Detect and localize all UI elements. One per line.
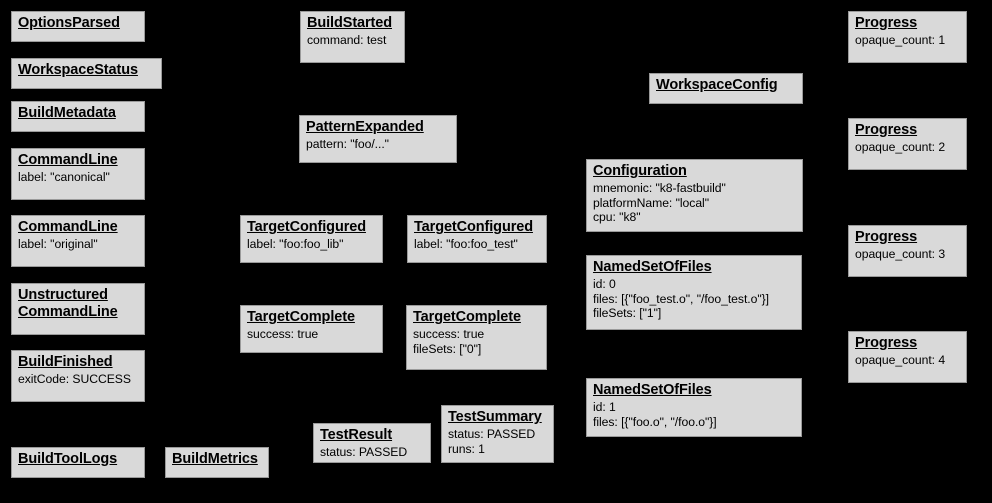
node-progress-3[interactable]: Progress opaque_count: 3: [848, 225, 967, 277]
node-field: platformName: "local": [593, 195, 709, 210]
node-title: BuildMetrics: [172, 451, 258, 467]
node-title: TargetComplete: [413, 309, 521, 325]
node-field: files: [{"foo_test.o", "/foo_test.o"}]: [593, 291, 769, 306]
node-field: success: true: [247, 327, 319, 342]
node-title: NamedSetOfFiles: [593, 259, 712, 275]
node-fields: exitCode: SUCCESS: [18, 372, 138, 386]
node-title: TargetConfigured: [414, 219, 533, 235]
node-field: success: true: [413, 327, 485, 342]
node-title: TestResult: [320, 427, 393, 443]
node-field: opaque_count: 4: [855, 353, 946, 368]
node-title: CommandLine: [18, 219, 118, 235]
node-field: opaque_count: 3: [855, 247, 946, 262]
node-target-configured-test[interactable]: TargetConfigured label: "foo:foo_test": [407, 215, 547, 263]
node-field: runs: 1: [448, 441, 485, 456]
node-field: label: "canonical": [18, 170, 110, 185]
node-configuration[interactable]: Configuration mnemonic: "k8-fastbuild"pla…: [586, 159, 803, 232]
node-build-started[interactable]: BuildStarted command: test: [300, 11, 405, 63]
node-title: NamedSetOfFiles: [593, 382, 712, 398]
node-field: exitCode: SUCCESS: [18, 372, 131, 387]
node-field: label: "original": [18, 237, 98, 252]
node-fields: label: "foo:foo_test": [414, 237, 540, 251]
node-title: WorkspaceStatus: [18, 62, 138, 78]
node-title: Progress: [855, 335, 918, 351]
node-fields: opaque_count: 1: [855, 33, 960, 47]
node-field: id: 1: [593, 400, 616, 415]
node-field: files: [{"foo.o", "/foo.o"}]: [593, 414, 717, 429]
node-fields: opaque_count: 4: [855, 353, 960, 367]
node-title: BuildToolLogs: [18, 451, 118, 467]
node-progress-2[interactable]: Progress opaque_count: 2: [848, 118, 967, 170]
node-field: cpu: "k8": [593, 209, 641, 224]
node-title: TargetConfigured: [247, 219, 366, 235]
node-fields: label: "foo:foo_lib": [247, 237, 376, 251]
node-build-metrics[interactable]: BuildMetrics: [165, 447, 269, 478]
node-options-parsed[interactable]: OptionsParsed: [11, 11, 145, 42]
node-title: BuildMetadata: [18, 105, 116, 121]
node-fields: label: "canonical": [18, 170, 138, 184]
node-build-metadata[interactable]: BuildMetadata: [11, 101, 145, 132]
node-title: OptionsParsed: [18, 15, 120, 31]
node-field: command: test: [307, 33, 387, 48]
node-field: label: "foo:foo_lib": [247, 237, 344, 252]
node-title: Unstructured: [18, 287, 108, 303]
node-fields: label: "original": [18, 237, 138, 251]
node-pattern-expanded[interactable]: PatternExpanded pattern: "foo/...": [299, 115, 457, 163]
node-title: TargetComplete: [247, 309, 355, 325]
node-command-line-original[interactable]: CommandLine label: "original": [11, 215, 145, 267]
node-field: fileSets: ["0"]: [413, 341, 482, 356]
node-title: Progress: [855, 122, 918, 138]
node-fields: success: true: [247, 327, 376, 341]
node-title: TestSummary: [448, 409, 542, 425]
node-field: opaque_count: 1: [855, 33, 946, 48]
node-title: BuildFinished: [18, 354, 113, 370]
node-command-line-canonical[interactable]: CommandLine label: "canonical": [11, 148, 145, 200]
node-fields: status: PASSED: [320, 445, 424, 459]
node-target-complete-lib[interactable]: TargetComplete success: true: [240, 305, 383, 353]
node-title-line-2: CommandLine: [18, 304, 118, 321]
node-field: status: PASSED: [320, 445, 408, 460]
node-field: status: PASSED: [448, 427, 536, 442]
node-build-tool-logs[interactable]: BuildToolLogs: [11, 447, 145, 478]
node-workspace-config[interactable]: WorkspaceConfig: [649, 73, 803, 104]
node-field: id: 0: [593, 277, 616, 292]
node-build-finished[interactable]: BuildFinished exitCode: SUCCESS: [11, 350, 145, 402]
node-title: WorkspaceConfig: [656, 77, 778, 93]
node-fields: command: test: [307, 33, 398, 47]
node-fields: pattern: "foo/...": [306, 137, 450, 151]
node-workspace-status[interactable]: WorkspaceStatus: [11, 58, 162, 89]
node-title: CommandLine: [18, 152, 118, 168]
node-progress-4[interactable]: Progress opaque_count: 4: [848, 331, 967, 383]
node-fields: opaque_count: 2: [855, 140, 960, 154]
node-title: PatternExpanded: [306, 119, 424, 135]
node-title: Progress: [855, 15, 918, 31]
node-field: pattern: "foo/...": [306, 137, 389, 152]
node-field: label: "foo:foo_test": [414, 237, 518, 252]
node-title: Configuration: [593, 163, 687, 179]
node-fields: mnemonic: "k8-fastbuild"platformName: "l…: [593, 181, 796, 224]
node-fields: opaque_count: 3: [855, 247, 960, 261]
node-field: mnemonic: "k8-fastbuild": [593, 181, 726, 196]
node-field: fileSets: ["1"]: [593, 305, 662, 320]
node-target-configured-lib[interactable]: TargetConfigured label: "foo:foo_lib": [240, 215, 383, 263]
node-test-result[interactable]: TestResult status: PASSED: [313, 423, 431, 463]
node-title: Progress: [855, 229, 918, 245]
node-title: BuildStarted: [307, 15, 393, 31]
node-progress-1[interactable]: Progress opaque_count: 1: [848, 11, 967, 63]
node-field: opaque_count: 2: [855, 140, 946, 155]
